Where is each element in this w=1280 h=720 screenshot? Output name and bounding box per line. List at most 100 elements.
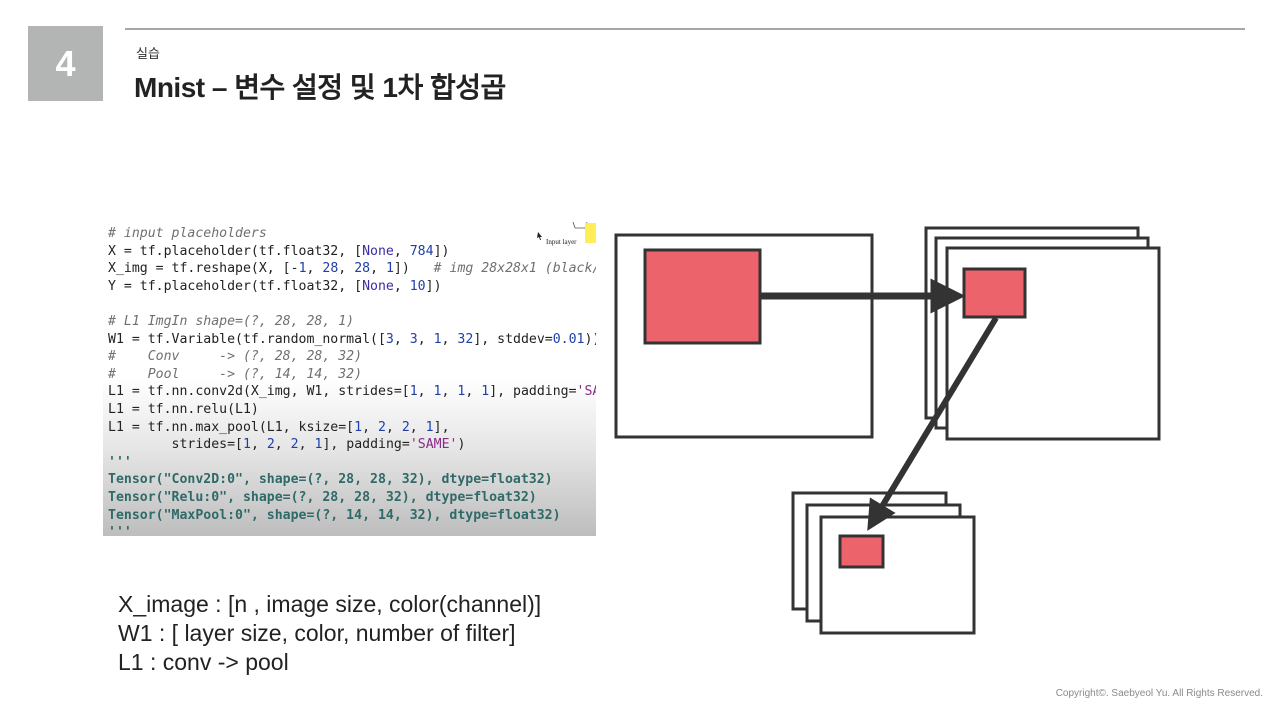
code-token: 10 xyxy=(409,278,426,294)
pool-arrow xyxy=(867,316,999,531)
code-token: 0.01 xyxy=(552,331,585,347)
slide-subtitle: 실습 xyxy=(136,46,160,61)
code-token: , xyxy=(274,437,291,453)
code-token: strides=[ xyxy=(108,437,243,453)
code-token: W1 = tf.Variable(tf.random_normal([ xyxy=(108,331,386,347)
code-token: ]) xyxy=(393,261,434,277)
note-l1: L1 : conv -> pool xyxy=(118,649,289,675)
code-token: 3 xyxy=(409,331,418,347)
code-token: , xyxy=(417,331,434,347)
code-line: ''' xyxy=(108,454,596,472)
code-token: # Pool -> (?, 14, 14, 32) xyxy=(108,366,363,382)
code-token: 1 xyxy=(425,419,434,435)
code-line: X_img = tf.reshape(X, [-1, 28, 28, 1]) #… xyxy=(108,260,596,278)
code-line: Y = tf.placeholder(tf.float32, [None, 10… xyxy=(108,278,596,296)
code-token: 3 xyxy=(385,331,394,347)
input-receptive-field xyxy=(643,248,762,345)
code-line: Tensor("MaxPool:0", shape=(?, 14, 14, 32… xyxy=(108,507,596,525)
code-token: 784 xyxy=(409,243,434,259)
slide-number: 4 xyxy=(55,42,76,84)
code-token: , xyxy=(441,384,458,400)
code-token: , xyxy=(393,278,410,294)
code-lines: # input placeholders X = tf.placeholder(t… xyxy=(108,225,596,536)
code-line: X = tf.placeholder(tf.float32, [None, 78… xyxy=(108,243,596,261)
header-divider xyxy=(125,28,1245,30)
code-token: , xyxy=(385,419,402,435)
code-token: ], padding= xyxy=(489,384,577,400)
code-screenshot: # input placeholders X = tf.placeholder(t… xyxy=(103,222,596,536)
code-token: 1 xyxy=(481,384,490,400)
code-token: 2 xyxy=(401,419,410,435)
code-token: # input placeholders xyxy=(108,226,267,241)
code-token: X = tf.placeholder(tf.float32, [ xyxy=(108,243,363,259)
code-line: # Pool -> (?, 14, 14, 32) xyxy=(108,366,596,384)
note-x-image: X_image : [n , image size, color(channel… xyxy=(118,591,542,617)
code-token: ], stddev= xyxy=(473,331,553,347)
code-token: None xyxy=(362,278,394,294)
code-token: 2 xyxy=(377,419,386,435)
conv-output-cell xyxy=(962,267,1027,319)
code-token: 1 xyxy=(409,384,418,400)
code-token: 1 xyxy=(433,384,442,400)
code-token: , xyxy=(417,384,434,400)
code-token: ) xyxy=(457,437,466,453)
code-line: Tensor("Relu:0", shape=(?, 28, 28, 32), … xyxy=(108,489,596,507)
code-token: 2 xyxy=(266,437,275,453)
code-line: L1 = tf.nn.conv2d(X_img, W1, strides=[1,… xyxy=(108,383,596,401)
code-token: , xyxy=(306,261,323,277)
code-token: , xyxy=(465,384,482,400)
code-token: L1 = tf.nn.max_pool(L1, ksize=[ xyxy=(108,419,355,435)
code-token: # L1 ImgIn shape=(?, 28, 28, 1) xyxy=(108,313,355,329)
pool-feature-map-front xyxy=(819,515,976,635)
code-line: # Conv -> (?, 28, 28, 32) xyxy=(108,348,596,366)
code-line: ''' xyxy=(108,524,596,536)
code-token: )) xyxy=(584,331,596,347)
code-token: , xyxy=(298,437,315,453)
input-layer-label: Input layer xyxy=(546,238,577,246)
code-token: 1 xyxy=(385,261,394,277)
code-token: ]) xyxy=(433,243,450,259)
code-token: 2 xyxy=(290,437,299,453)
code-token: , xyxy=(393,243,410,259)
code-token: 28 xyxy=(354,261,371,277)
code-token: L1 = tf.nn.conv2d(X_img, W1, strides=[ xyxy=(108,384,410,400)
code-token: # img 28x28x1 (black/white) xyxy=(433,261,596,277)
code-token: ''' xyxy=(108,525,132,536)
code-line: W1 = tf.Variable(tf.random_normal([3, 3,… xyxy=(108,331,596,349)
code-token: Y = tf.placeholder(tf.float32, [ xyxy=(108,278,363,294)
notes: X_image : [n , image size, color(channel… xyxy=(118,590,541,677)
code-token: ], xyxy=(433,419,450,435)
slide-title: Mnist – 변수 설정 및 1차 합성곱 xyxy=(134,72,506,103)
code-line: # input placeholders xyxy=(108,225,596,243)
code-token: , xyxy=(250,437,267,453)
code-line: L1 = tf.nn.relu(L1) xyxy=(108,401,596,419)
copyright: Copyright©. Saebyeol Yu. All Rights Rese… xyxy=(1055,688,1263,699)
code-token: 1 xyxy=(314,437,323,453)
note-w1: W1 : [ layer size, color, number of filt… xyxy=(118,620,516,646)
code-token: , xyxy=(393,331,410,347)
code-token: 1 xyxy=(433,331,442,347)
code-token: ]) xyxy=(425,278,442,294)
code-token: None xyxy=(362,243,394,259)
code-token: 1 xyxy=(242,437,251,453)
code-token: ''' xyxy=(108,454,132,470)
code-token: Tensor("MaxPool:0", shape=(?, 14, 14, 32… xyxy=(108,507,561,523)
code-token: 32 xyxy=(457,331,474,347)
highlight-marker xyxy=(585,223,596,243)
code-token: 'SAME' xyxy=(409,437,458,453)
code-line: # L1 ImgIn shape=(?, 28, 28, 1) xyxy=(108,313,596,331)
code-token: ], padding= xyxy=(322,437,410,453)
code-line: L1 = tf.nn.max_pool(L1, ksize=[1, 2, 2, … xyxy=(108,419,596,437)
code-token: , xyxy=(370,261,386,277)
code-token: , xyxy=(409,419,426,435)
code-token: 1 xyxy=(354,419,363,435)
code-token: Tensor("Relu:0", shape=(?, 28, 28, 32), … xyxy=(108,489,537,505)
code-token: 'SAME' xyxy=(576,384,596,400)
code-token: Tensor("Conv2D:0", shape=(?, 28, 28, 32)… xyxy=(108,472,553,488)
code-line: Tensor("Conv2D:0", shape=(?, 28, 28, 32)… xyxy=(108,471,596,489)
code-token: 28 xyxy=(322,261,339,277)
pool-output-cell xyxy=(838,534,885,569)
code-token: , xyxy=(362,419,378,435)
code-token: , xyxy=(338,261,355,277)
